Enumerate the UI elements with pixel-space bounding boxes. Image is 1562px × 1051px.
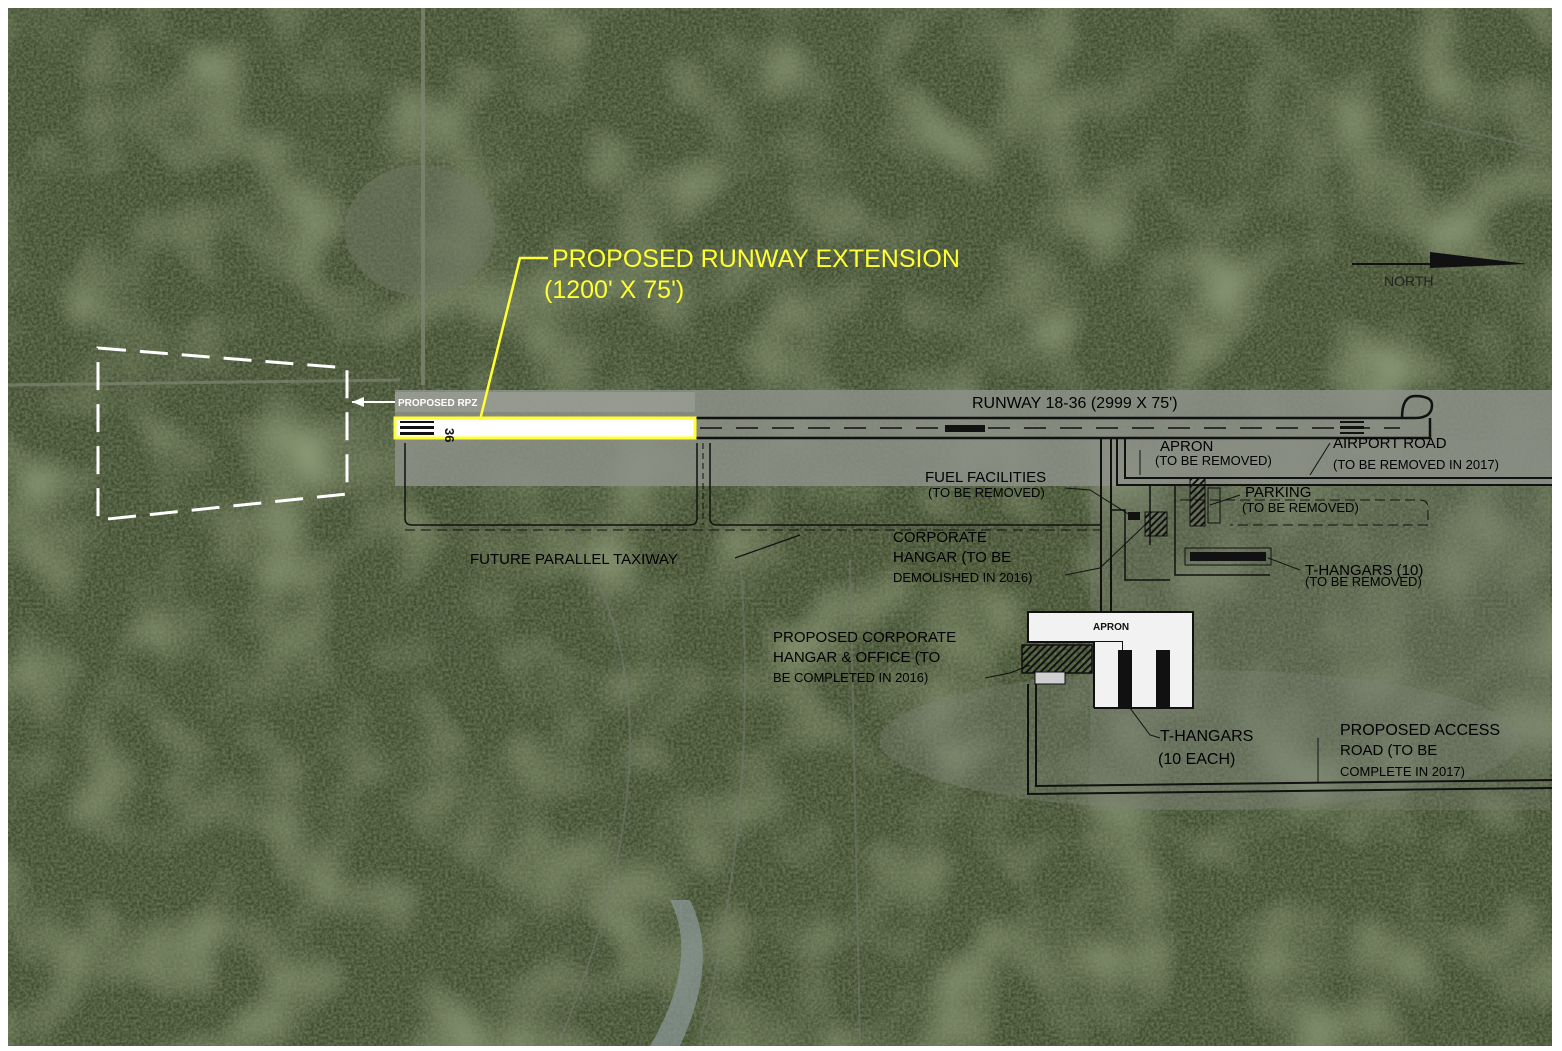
extension-title: PROPOSED RUNWAY EXTENSION: [552, 245, 960, 273]
proposed-access-road: [1027, 684, 1553, 796]
prop-corp-label-1: PROPOSED CORPORATE: [773, 629, 956, 646]
runway-label: RUNWAY 18-36 (2999 X 75'): [972, 395, 1178, 412]
extension-leader-line: [478, 256, 548, 421]
t-hangars-new-label: T-HANGARS: [1160, 728, 1253, 745]
prop-corp-leader: [984, 664, 1031, 679]
corp-hangar-label-3: DEMOLISHED IN 2016): [893, 570, 1032, 585]
access-road-label-2: ROAD (TO BE: [1340, 742, 1437, 759]
north-label: NORTH: [1384, 273, 1434, 289]
fuel-label: FUEL FACILITIES: [925, 469, 1046, 486]
proposed-apron: [1021, 611, 1194, 709]
access-road-label-1: PROPOSED ACCESS: [1340, 722, 1500, 739]
prop-corp-label-3: BE COMPLETED IN 2016): [773, 670, 928, 685]
future-parallel-taxiway: [404, 443, 1100, 531]
airport-road-note: (TO BE REMOVED IN 2017): [1333, 457, 1499, 472]
apron-old-note: (TO BE REMOVED): [1155, 453, 1272, 468]
apron-new-label: APRON: [1093, 622, 1129, 633]
rpz-arrowhead: [352, 397, 364, 407]
corp-hangar-label-1: CORPORATE: [893, 529, 987, 546]
t-hangars-new-leader: [1129, 707, 1161, 739]
fuel-leader: [1064, 487, 1131, 516]
parking-note: (TO BE REMOVED): [1242, 500, 1359, 515]
existing-apron-area: [1111, 438, 1552, 581]
airport-road-label: AIRPORT ROAD: [1333, 435, 1447, 452]
corp-hangar-leader: [1064, 519, 1151, 576]
proposed-runway-extension: 36: [393, 416, 697, 442]
proposed-rpz-outline: [96, 346, 349, 522]
t-hangars-old-note: (TO BE REMOVED): [1305, 574, 1422, 589]
access-road-label-3: COMPLETE IN 2017): [1340, 764, 1465, 779]
taxiway-label: FUTURE PARALLEL TAXIWAY: [470, 551, 678, 568]
t-hangars-old-label: T-HANGARS (10): [1305, 562, 1423, 579]
aerial-imagery: [7, 8, 1552, 1046]
prop-corp-label-2: HANGAR & OFFICE (TO: [773, 649, 940, 666]
north-arrow: [1352, 252, 1528, 268]
rpz-label: PROPOSED RPZ: [398, 398, 477, 409]
parking-label: PARKING: [1245, 484, 1311, 501]
taxiway-leader: [734, 534, 801, 559]
extension-size: (1200' X 75'): [544, 276, 684, 304]
runway-end-number: 36: [442, 428, 457, 442]
t-hangars-new-note: (10 EACH): [1158, 751, 1235, 768]
corp-hangar-label-2: HANGAR (TO BE: [893, 549, 1011, 566]
apron-old-label: APRON: [1160, 438, 1213, 455]
connector-taxiway: [1100, 438, 1112, 612]
fuel-note: (TO BE REMOVED): [928, 485, 1045, 500]
